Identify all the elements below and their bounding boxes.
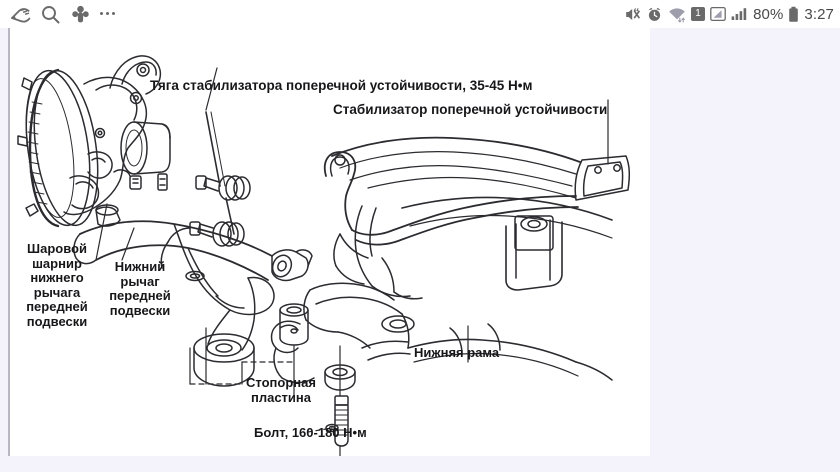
- more-options-icon[interactable]: [100, 11, 115, 15]
- label-lock-plate: Стопорная пластина: [246, 375, 316, 405]
- battery-icon: [788, 4, 799, 24]
- sim-card-icon: 1: [691, 4, 706, 24]
- label-ball-joint: Шаровой шарнир нижнего рычага передней п…: [26, 241, 88, 329]
- signal-triangle-icon: [710, 4, 726, 24]
- label-stabilizer-bar: Стабилизатор поперечной устойчивости: [333, 102, 608, 117]
- wifi-icon: [668, 4, 686, 24]
- alarm-clock-icon: [646, 4, 663, 24]
- search-icon[interactable]: [38, 3, 62, 25]
- status-bar: 1 80% 3:27: [0, 0, 840, 28]
- label-bolt: Болт, 160-180 Н•м: [254, 425, 367, 440]
- gesture-swipe-icon[interactable]: [8, 3, 32, 25]
- mute-vibrate-icon: [624, 4, 641, 24]
- label-stabilizer-link: Тяга стабилизатора поперечной устойчивос…: [150, 78, 533, 93]
- share-person-icon[interactable]: [68, 3, 92, 25]
- label-lower-arm: Нижний рычаг передней подвески: [109, 259, 171, 318]
- status-right-group: 1 80% 3:27: [619, 4, 834, 24]
- signal-bars-icon: [731, 4, 748, 24]
- clock-label: 3:27: [804, 5, 834, 23]
- suspension-diagram: [17, 55, 631, 456]
- toolbar-left-group: [8, 3, 115, 25]
- sim-card-label: 1: [691, 7, 706, 21]
- diagram-image-sheet[interactable]: Тяга стабилизатора поперечной устойчивос…: [8, 28, 650, 456]
- battery-percent-label: 80%: [753, 5, 784, 23]
- label-lower-frame: Нижняя рама: [414, 345, 500, 360]
